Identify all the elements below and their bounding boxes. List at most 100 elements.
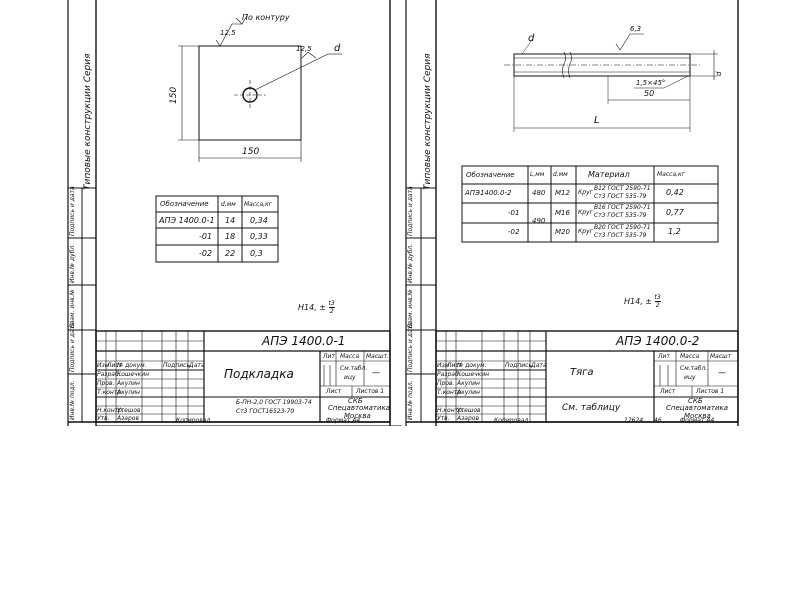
tb-head-4: Дата: [189, 362, 205, 369]
drawing-sheet-podkladka: Типовые конструкции Серия Подпись и дата…: [66, 0, 402, 426]
material-line-2: Ст3 ГОСТ16523-70: [236, 408, 295, 415]
tb2-name-4: Утешов: [457, 407, 481, 414]
table-cell-r1c1: 18: [225, 232, 236, 241]
table-cell-r0c2: 0,34: [250, 216, 268, 225]
org-line-3: Москва: [344, 412, 371, 420]
format-label: Формат А4: [326, 417, 361, 424]
org-line-1: СКБ: [348, 397, 363, 405]
t2-r0-designation: АПЭ1400.0-2: [465, 189, 512, 197]
material-line-2-1: См. таблицу: [562, 403, 621, 413]
length-label: L: [594, 115, 600, 126]
tolerance-num-2: t3: [654, 294, 661, 301]
tb2-name-1: Акулин: [457, 380, 480, 387]
t2-header-L: L,мм: [530, 171, 545, 178]
tb2-role-5: Утв.: [437, 415, 450, 422]
copied-label: Копировал: [176, 417, 211, 424]
tb-role-4: Н.контр.: [97, 407, 124, 414]
roughness-label-b: 12,5: [296, 45, 312, 53]
tb2-head-3: Подпись: [505, 362, 532, 369]
tb-lit: Лит: [323, 353, 335, 360]
right-dia-label: d: [715, 71, 723, 76]
tb2-name-2: Акулин: [457, 389, 480, 396]
t2-r0-mat1: В12 ГОСТ 2590-71: [594, 185, 651, 192]
t2-r1-L: 490: [532, 217, 546, 225]
chamfer-label: 1,5×45°: [636, 79, 666, 87]
table-cell-r2c1: 22: [225, 249, 236, 258]
series-side-label-2: Типовые конструкции Серия: [423, 53, 433, 190]
tb2-head-4: Дата: [531, 362, 547, 369]
height-dim-label: 150: [169, 86, 179, 104]
tb-scale-val: —: [372, 368, 380, 377]
code-label-2: 12624: [624, 417, 644, 424]
tb2-see-table: См.табл.: [680, 365, 708, 372]
tb-role-5: Утв.: [97, 415, 110, 422]
t2-header-mass: Масса,кг: [657, 171, 685, 178]
tolerance-den-2: 2: [654, 301, 661, 309]
t2-r0-L: 480: [532, 189, 546, 197]
copied-label-2: Копировал: [494, 417, 529, 424]
side-stamp-1: Подпись и дата: [69, 186, 76, 236]
tb-head-1: Лист: [107, 362, 123, 369]
t2-r0-mass: 0,42: [666, 188, 684, 197]
tb2-mass-val: ицу: [684, 374, 696, 381]
side-stamp-4: Подпись и дата: [69, 322, 76, 372]
org2-line-2: Спецавтоматика: [666, 404, 729, 412]
tb-name-4: Утешов: [117, 407, 141, 414]
drawing-sheet-tyaga: Типовые конструкции Серия Подпись и дата…: [404, 0, 744, 426]
tb-scale: Масшт.: [366, 353, 390, 360]
drawing-number-2: АПЭ 1400.0-2: [616, 334, 700, 348]
t2-r2-mat2: Ст3 ГОСТ 535-79: [594, 232, 647, 239]
tb2-sheet: Лист: [660, 388, 676, 395]
tb-head-2: № докум.: [117, 362, 147, 369]
table-header-d: d,мм: [221, 201, 236, 208]
table-header-designation: Обозначение: [160, 200, 209, 208]
tb2-scale-val: —: [718, 368, 726, 377]
t2-r2-krug: Круг: [578, 228, 593, 235]
width-dim-label: 150: [242, 147, 260, 157]
table-cell-r1c2: 0,33: [250, 232, 268, 241]
t2-header-d: d,мм: [553, 171, 568, 178]
tb-name-2: Акулин: [117, 389, 140, 396]
material-line-1: Б-ПН-2,0 ГОСТ 19903-74: [236, 399, 312, 406]
tolerance-base-2: H14, ±: [624, 297, 652, 306]
rod-dia-label: d: [528, 33, 535, 44]
tb2-name-0: Кошечкин: [457, 371, 490, 378]
t2-r1-mat1: В16 ГОСТ 2590-71: [594, 204, 651, 211]
format-label-2: Формат А4: [680, 417, 715, 424]
part-name: Подкладка: [224, 367, 294, 381]
tb-see-table: См.табл.: [340, 365, 368, 372]
tb2-head-2: № докум.: [457, 362, 487, 369]
t2-r0-d: М12: [555, 189, 570, 197]
drawing-number: АПЭ 1400.0-1: [262, 334, 346, 348]
t2-r2-mass: 1,2: [668, 227, 681, 236]
tb2-head-1: Лист: [447, 362, 463, 369]
t2-r2-d: М20: [555, 228, 570, 236]
org-line-2: Спецавтоматика: [328, 404, 391, 412]
roughness-label-a: 12,5: [220, 29, 236, 37]
tolerance-num: t3: [328, 300, 335, 307]
table-cell-r0c0: АПЭ 1400.0-1: [159, 216, 215, 225]
table-cell-r2c2: 0,3: [250, 249, 263, 258]
sheet1-linework: [67, 0, 402, 426]
table-cell-r0c1: 14: [225, 216, 236, 225]
tb-mass-val: ицу: [344, 374, 356, 381]
rod-roughness-label: 6,3: [630, 25, 642, 33]
tb-name-5: Азаров: [117, 415, 139, 422]
tb-role-0: Разраб.: [97, 371, 121, 378]
side-stamp2-2: Инв.№ дубл.: [407, 243, 414, 283]
contour-note: По контуру: [242, 13, 290, 22]
tb-name-1: Акулин: [117, 380, 140, 387]
t2-r0-mat2: Ст3 ГОСТ 535-79: [594, 193, 647, 200]
tb2-sheets: Листов 1: [696, 388, 725, 395]
tb2-role-0: Разраб.: [437, 371, 461, 378]
tb-role-1: Пров.: [97, 380, 115, 387]
series-side-label: Типовые конструкции Серия: [83, 53, 93, 190]
thread-length-label: 50: [644, 89, 655, 98]
t2-r1-krug: Круг: [578, 209, 593, 216]
page-label-2: 46: [654, 417, 662, 424]
tb-mass: Масса: [340, 353, 360, 360]
hole-dim-label: d: [334, 43, 341, 54]
